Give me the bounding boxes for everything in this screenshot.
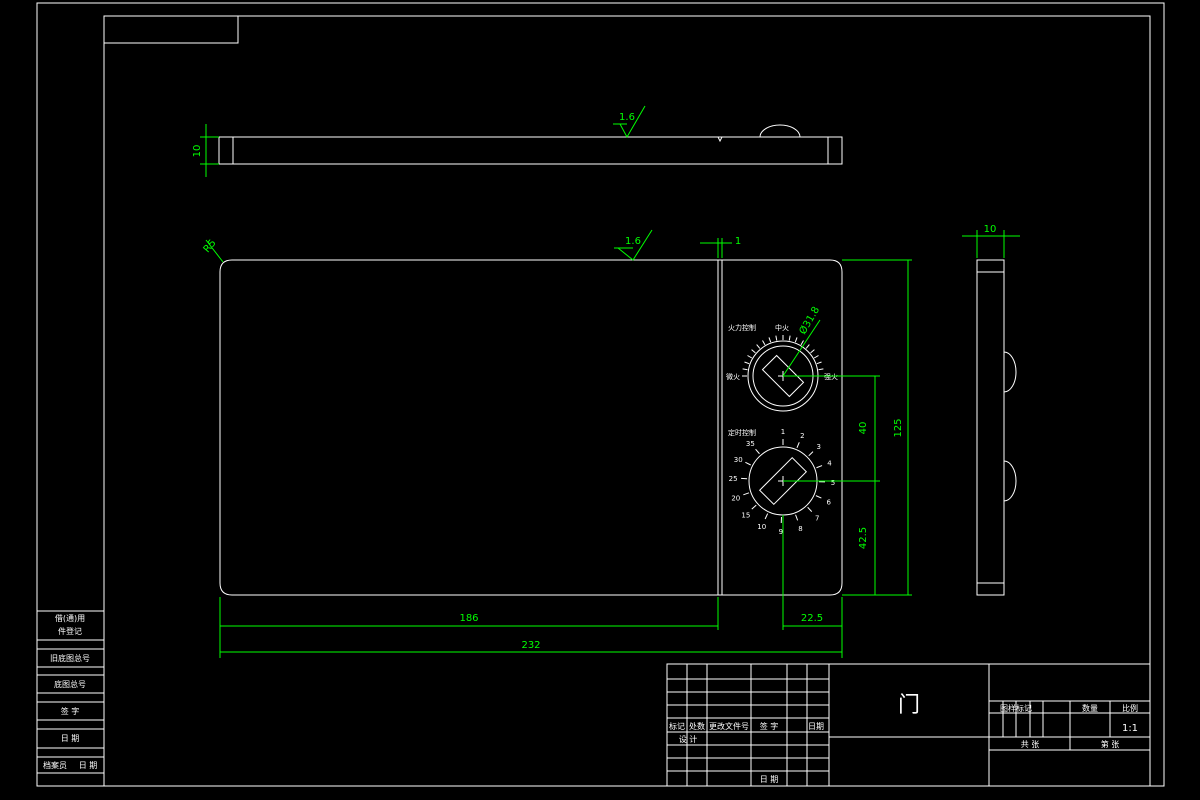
- design-label: 设 计: [679, 734, 698, 744]
- fire-tick: [816, 361, 822, 365]
- side-thickness-dim: 10: [984, 224, 997, 235]
- fire-tick: [775, 335, 778, 341]
- side-table-row-5: 签 字: [61, 706, 80, 716]
- sheet-total-label: 共 张: [1021, 740, 1040, 749]
- high-fire-label: 强火: [824, 373, 838, 381]
- timer-tick-label: 9: [779, 528, 783, 536]
- title-block: 标记 处数 更改文件号 签 字 日期 设 计 日 期 图样标记 数量 比例 共 …: [666, 663, 1151, 787]
- timer-tick: [816, 465, 823, 469]
- scale-header: 比例: [1122, 703, 1138, 713]
- height-dim: 125: [893, 418, 904, 437]
- knob-spacing-dim: 40: [858, 422, 869, 435]
- timer-tick: [743, 492, 750, 496]
- timer-tick: [808, 451, 814, 457]
- rev-signature-header: 签 字: [760, 721, 779, 731]
- side-table-row-8: 日 期: [79, 761, 98, 770]
- fire-tick: [744, 361, 750, 365]
- fire-tick: [751, 349, 756, 354]
- timer-tick-label: 10: [757, 523, 766, 531]
- timer-tick-label: 3: [816, 443, 820, 451]
- rev-count-header: 处数: [689, 721, 705, 731]
- timer-tick-label: 8: [798, 525, 802, 533]
- timer-control-label: 定时控制: [728, 428, 756, 437]
- gap-width-dim: 1: [735, 236, 741, 247]
- timer-tick-label: 6: [826, 498, 831, 506]
- timer-tick-label: 2: [800, 432, 804, 440]
- fire-tick: [756, 344, 761, 349]
- fire-tick: [768, 337, 772, 343]
- sheet-page-label: 第 张: [1101, 739, 1120, 749]
- mid-fire-label: 中火: [775, 323, 789, 332]
- side-table-row-6: 日 期: [61, 734, 80, 743]
- bottom-knob-height-dim: 42.5: [858, 527, 869, 549]
- timer-tick-label: 15: [741, 511, 750, 519]
- fire-tick: [818, 368, 824, 371]
- side-table-row-4: 底图总号: [54, 679, 86, 689]
- fire-tick: [810, 349, 815, 354]
- timer-tick: [815, 495, 822, 499]
- rev-mark-header: 标记: [669, 721, 685, 731]
- rev-date-header: 日期: [808, 722, 824, 731]
- overall-width-dim: 232: [521, 640, 540, 651]
- side-table-row-2: 件登记: [58, 626, 82, 636]
- low-fire-label: 微火: [726, 372, 740, 381]
- scale-value: 1:1: [1122, 723, 1138, 734]
- timer-tick-label: 1: [781, 428, 785, 436]
- timer-tick-label: 35: [746, 440, 755, 448]
- side-table-row-1: 借(通)用: [55, 613, 85, 623]
- fire-tick: [762, 340, 766, 346]
- drawing-mark-header: 图样标记: [1000, 703, 1032, 713]
- fire-tick: [788, 335, 791, 341]
- timer-tick-label: 7: [815, 514, 819, 522]
- fire-control-knob: [742, 335, 824, 412]
- fire-tick: [813, 355, 819, 359]
- side-table-row-7: 档案员: [43, 760, 67, 770]
- timer-tick: [764, 513, 769, 520]
- top-roughness-dim: 1.6: [619, 112, 635, 123]
- window-width-dim: 186: [459, 613, 478, 624]
- side-table: 借(通)用 件登记 旧底图总号 底图总号 签 字 日 期 档案员 日 期: [36, 610, 105, 787]
- fire-tick: [800, 340, 804, 346]
- front-roughness-dim: 1.6: [625, 236, 641, 247]
- fire-tick: [742, 368, 748, 371]
- timer-tick-label: 20: [731, 494, 740, 502]
- side-table-row-3: 旧底图总号: [50, 653, 90, 663]
- timer-tick-label: 4: [827, 460, 832, 468]
- top-view: 10 1.6: [192, 105, 843, 177]
- timer-tick-label: 25: [729, 475, 738, 483]
- timer-tick-label: 30: [734, 456, 743, 464]
- fire-tick: [747, 355, 753, 359]
- fire-tick: [794, 337, 798, 343]
- timer-tick: [751, 504, 757, 510]
- timer-tick: [807, 506, 813, 512]
- knob-offset-dim: 22.5: [801, 613, 823, 624]
- timer-tick: [795, 514, 799, 521]
- knob-diameter-dim: Ø31.8: [797, 304, 822, 336]
- quantity-header: 数量: [1082, 703, 1098, 713]
- timer-tick: [796, 442, 800, 449]
- rev-document-header: 更改文件号: [709, 721, 749, 731]
- fire-control-label: 火力控制: [728, 323, 756, 332]
- top-thickness-dim: 10: [192, 145, 203, 158]
- timer-tick: [745, 461, 751, 466]
- date-label: 日 期: [760, 775, 779, 784]
- timer-tick-label: 5: [831, 479, 835, 487]
- drawing-frame: [36, 2, 1165, 787]
- timer-tick: [755, 448, 760, 455]
- side-view: 10: [962, 224, 1020, 596]
- part-name: 门: [898, 693, 920, 718]
- fire-tick: [805, 344, 810, 349]
